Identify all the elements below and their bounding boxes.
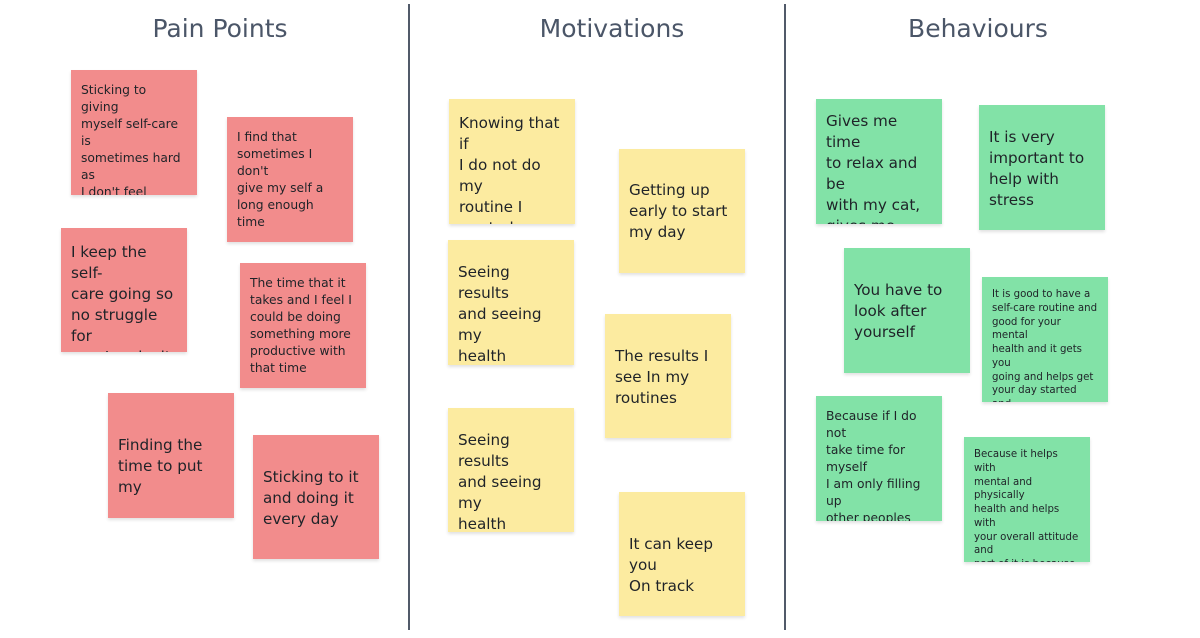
- sticky-note-pain-1[interactable]: Sticking to giving myself self-care is s…: [71, 70, 197, 195]
- sticky-note-text: Because if I do not take time for myself…: [826, 409, 921, 521]
- sticky-note-text: Seeing results and seeing my health impr…: [458, 431, 542, 532]
- sticky-note-motivation-4[interactable]: The results I see In my routines: [605, 314, 731, 438]
- sticky-note-text: Sticking to giving myself self-care is s…: [81, 83, 181, 195]
- sticky-note-text: Gives me time to relax and be with my ca…: [826, 112, 921, 224]
- sticky-note-text: Getting up early to start my day: [629, 181, 728, 241]
- sticky-note-text: I find that sometimes I don't give my se…: [237, 130, 324, 229]
- sticky-note-motivation-5[interactable]: Seeing results and seeing my health impr…: [448, 408, 574, 532]
- column-title-pain-points: Pain Points: [152, 14, 288, 43]
- sticky-note-motivation-1[interactable]: Knowing that if I do not do my routine I…: [449, 99, 575, 224]
- sticky-note-motivation-2[interactable]: Getting up early to start my day: [619, 149, 745, 273]
- sticky-note-text: Seeing results and seeing my health impr…: [458, 263, 542, 365]
- column-title-motivations: Motivations: [539, 14, 685, 43]
- sticky-note-text: I keep the self- care going so no strugg…: [71, 243, 174, 352]
- sticky-note-motivation-3[interactable]: Seeing results and seeing my health impr…: [448, 240, 574, 365]
- sticky-note-motivation-6[interactable]: It can keep you On track: [619, 492, 745, 616]
- sticky-note-text: Knowing that if I do not do my routine I…: [459, 114, 560, 224]
- sticky-note-text: It can keep you On track: [629, 535, 713, 595]
- sticky-note-behaviour-1[interactable]: Gives me time to relax and be with my ca…: [816, 99, 942, 224]
- sticky-note-text: The time that it takes and I feel I coul…: [250, 276, 352, 375]
- column-divider-right: [784, 4, 786, 630]
- sticky-note-text: You have to look after yourself: [854, 281, 943, 341]
- sticky-note-text: Because it helps with mental and physica…: [974, 449, 1079, 562]
- sticky-note-pain-6[interactable]: Sticking to it and doing it every day: [253, 435, 379, 559]
- sticky-note-behaviour-5[interactable]: Because if I do not take time for myself…: [816, 396, 942, 521]
- sticky-note-pain-3[interactable]: I keep the self- care going so no strugg…: [61, 228, 187, 352]
- sticky-note-behaviour-6[interactable]: Because it helps with mental and physica…: [964, 437, 1090, 562]
- sticky-note-behaviour-4[interactable]: It is good to have a self-care routine a…: [982, 277, 1108, 402]
- sticky-note-pain-4[interactable]: The time that it takes and I feel I coul…: [240, 263, 366, 388]
- column-title-behaviours: Behaviours: [908, 14, 1048, 43]
- sticky-note-behaviour-2[interactable]: It is very important to help with stress: [979, 105, 1105, 230]
- sticky-note-pain-2[interactable]: I find that sometimes I don't give my se…: [227, 117, 353, 242]
- sticky-note-text: It is good to have a self-care routine a…: [992, 289, 1098, 402]
- sticky-note-text: It is very important to help with stress: [989, 128, 1085, 209]
- column-divider-left: [408, 4, 410, 630]
- sticky-note-text: Finding the time to put my: [118, 436, 203, 496]
- sticky-note-text: The results I see In my routines: [615, 347, 709, 407]
- sticky-note-text: Sticking to it and doing it every day: [263, 468, 359, 528]
- sticky-note-behaviour-3[interactable]: You have to look after yourself: [844, 248, 970, 373]
- sticky-note-pain-5[interactable]: Finding the time to put my: [108, 393, 234, 518]
